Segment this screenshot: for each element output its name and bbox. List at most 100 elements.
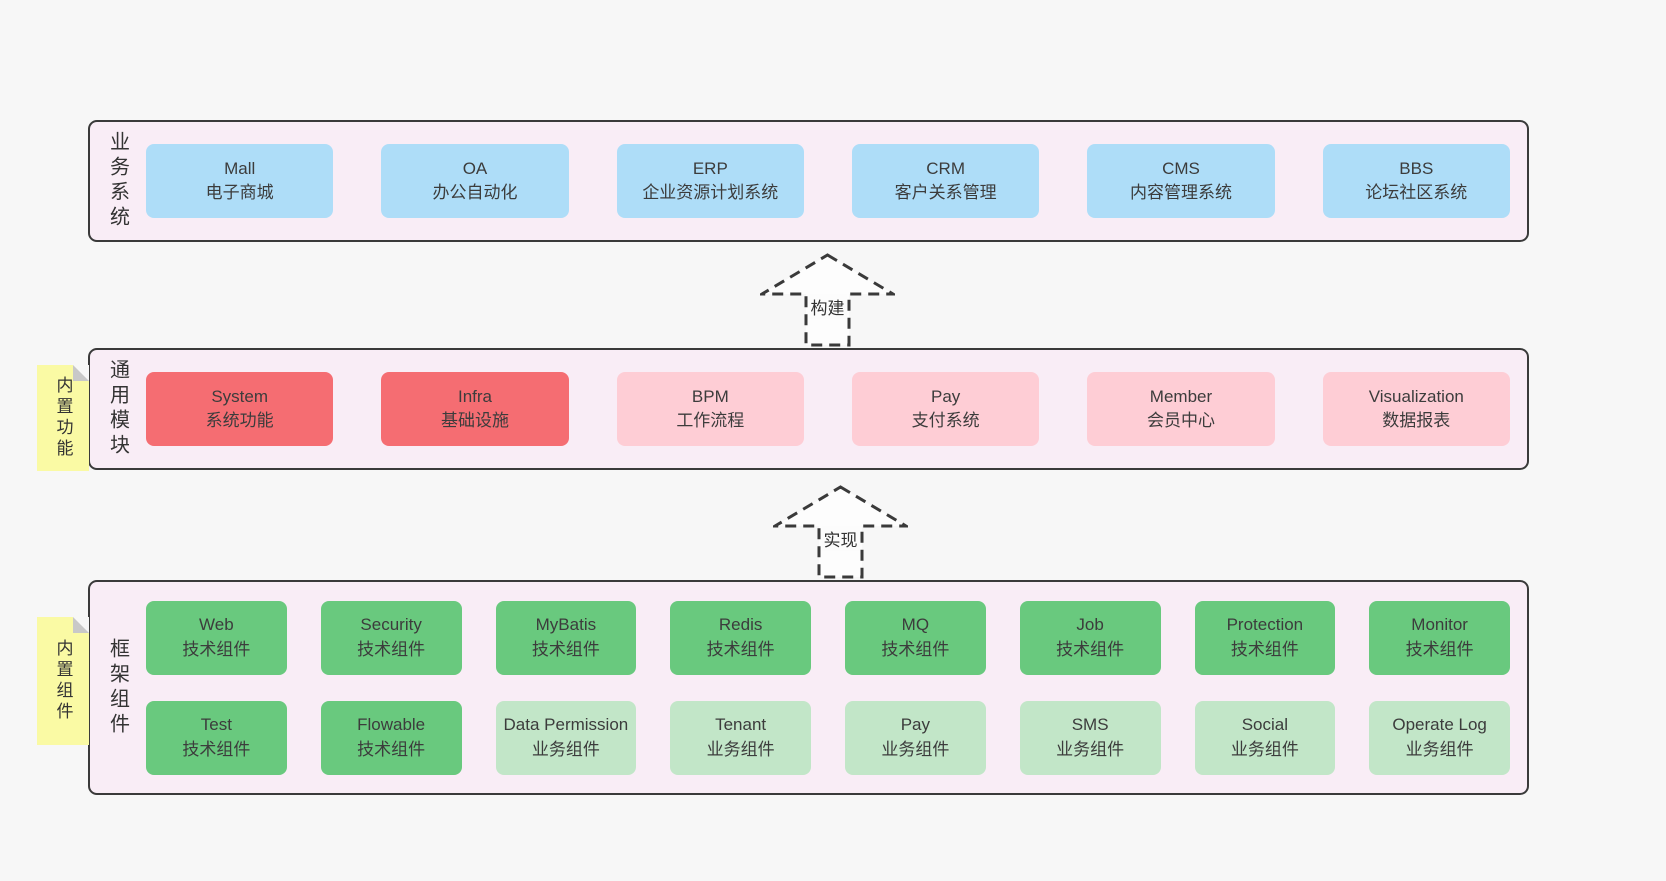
node-title: SMS	[1071, 715, 1109, 735]
node-title: System	[211, 386, 268, 406]
node-subtitle: 系统功能	[205, 411, 274, 430]
node-system: System 系统功能	[146, 372, 334, 446]
note-fold-corner-icon	[73, 617, 89, 633]
node-title: BBS	[1399, 158, 1434, 178]
node-title: Data Permission	[503, 715, 629, 735]
node-subtitle: 支付系统	[911, 411, 980, 430]
node-subtitle: 电子商城	[205, 183, 274, 202]
node-subtitle: 客户关系管理	[894, 183, 997, 202]
node-subtitle: 数据报表	[1382, 411, 1451, 430]
band-side-label: 业务系统	[106, 131, 129, 231]
node-title: Redis	[718, 615, 763, 635]
sticky-note-built-in-features: 内置功能	[37, 365, 89, 471]
node-visualization: Visualization 数据报表	[1322, 372, 1510, 446]
node-subtitle: 基础设施	[440, 411, 509, 430]
arrow-implement-label: 实现	[821, 526, 860, 551]
node-title: Web	[199, 615, 234, 635]
box-row: Test 技术组件 Flowable 技术组件 Data Permission 业务组件 T…	[146, 700, 1510, 775]
node-title: Test	[200, 715, 232, 735]
node-subtitle: 业务组件	[1405, 739, 1474, 759]
node-subtitle: 技术组件	[182, 639, 251, 659]
node-subtitle: 内容管理系统	[1129, 183, 1232, 202]
node-pay: Pay 业务组件	[845, 700, 986, 775]
node-title: Visualization	[1368, 386, 1464, 406]
node-title: Flowable	[357, 715, 426, 735]
node-subtitle: 技术组件	[531, 639, 600, 659]
node-monitor: Monitor 技术组件	[1369, 600, 1510, 675]
node-sms: SMS 业务组件	[1019, 700, 1161, 775]
node-cms: CMS 内容管理系统	[1087, 144, 1275, 218]
node-subtitle: 业务组件	[1230, 739, 1299, 759]
node-subtitle: 会员中心	[1146, 411, 1215, 430]
node-mall: Mall 电子商城	[146, 144, 334, 218]
sticky-note-built-in-components: 内置组件	[37, 617, 89, 745]
node-title: Monitor	[1411, 615, 1468, 635]
band-side-label: 通用模块	[106, 359, 129, 459]
node-subtitle: 技术组件	[706, 639, 775, 659]
node-member: Member 会员中心	[1087, 372, 1275, 446]
node-subtitle: 技术组件	[182, 739, 251, 759]
node-title: Operate Log	[1392, 715, 1487, 735]
node-title: CMS	[1162, 158, 1200, 178]
node-title: CRM	[926, 158, 965, 178]
node-title: Security	[360, 615, 422, 635]
note-fold-corner-icon	[73, 365, 89, 381]
node-title: MQ	[901, 615, 930, 635]
node-title: Pay	[931, 386, 961, 406]
node-subtitle: 业务组件	[1056, 739, 1125, 759]
arrow-build: 构建	[760, 253, 895, 347]
node-redis: Redis 技术组件	[670, 600, 811, 675]
node-subtitle: 技术组件	[1056, 639, 1125, 659]
node-title: OA	[462, 158, 488, 178]
node-oa: OA 办公自动化	[381, 144, 569, 218]
band-side-label: 框架组件	[106, 637, 129, 738]
node-title: Member	[1149, 386, 1213, 406]
node-title: Infra	[457, 386, 492, 406]
node-job: Job 技术组件	[1019, 600, 1161, 675]
node-subtitle: 业务组件	[531, 739, 600, 759]
node-subtitle: 技术组件	[1405, 639, 1474, 659]
node-subtitle: 业务组件	[881, 739, 950, 759]
node-title: Pay	[900, 715, 931, 735]
sticky-note-label: 内置功能	[53, 376, 73, 460]
node-title: Protection	[1226, 615, 1304, 635]
node-subtitle: 技术组件	[357, 739, 426, 759]
node-pay: Pay 支付系统	[851, 372, 1040, 446]
node-bbs: BBS 论坛社区系统	[1322, 144, 1510, 218]
node-title: Mall	[224, 158, 256, 178]
sticky-note-label: 内置组件	[53, 639, 73, 723]
node-title: ERP	[692, 158, 728, 178]
node-web: Web 技术组件	[146, 600, 287, 675]
node-subtitle: 技术组件	[881, 639, 950, 659]
node-infra: Infra 基础设施	[381, 372, 569, 446]
node-title: Tenant	[715, 715, 767, 735]
node-subtitle: 办公自动化	[432, 183, 518, 202]
arrow-build-label: 构建	[808, 294, 847, 319]
node-subtitle: 论坛社区系统	[1365, 183, 1468, 202]
node-data-permission: Data Permission 业务组件	[495, 700, 637, 775]
node-operate-log: Operate Log 业务组件	[1369, 700, 1510, 775]
node-test: Test 技术组件	[146, 700, 287, 775]
node-flowable: Flowable 技术组件	[320, 700, 462, 775]
node-title: BPM	[691, 386, 729, 406]
node-title: Job	[1076, 615, 1104, 635]
node-crm: CRM 客户关系管理	[851, 144, 1040, 218]
node-mq: MQ 技术组件	[845, 600, 986, 675]
